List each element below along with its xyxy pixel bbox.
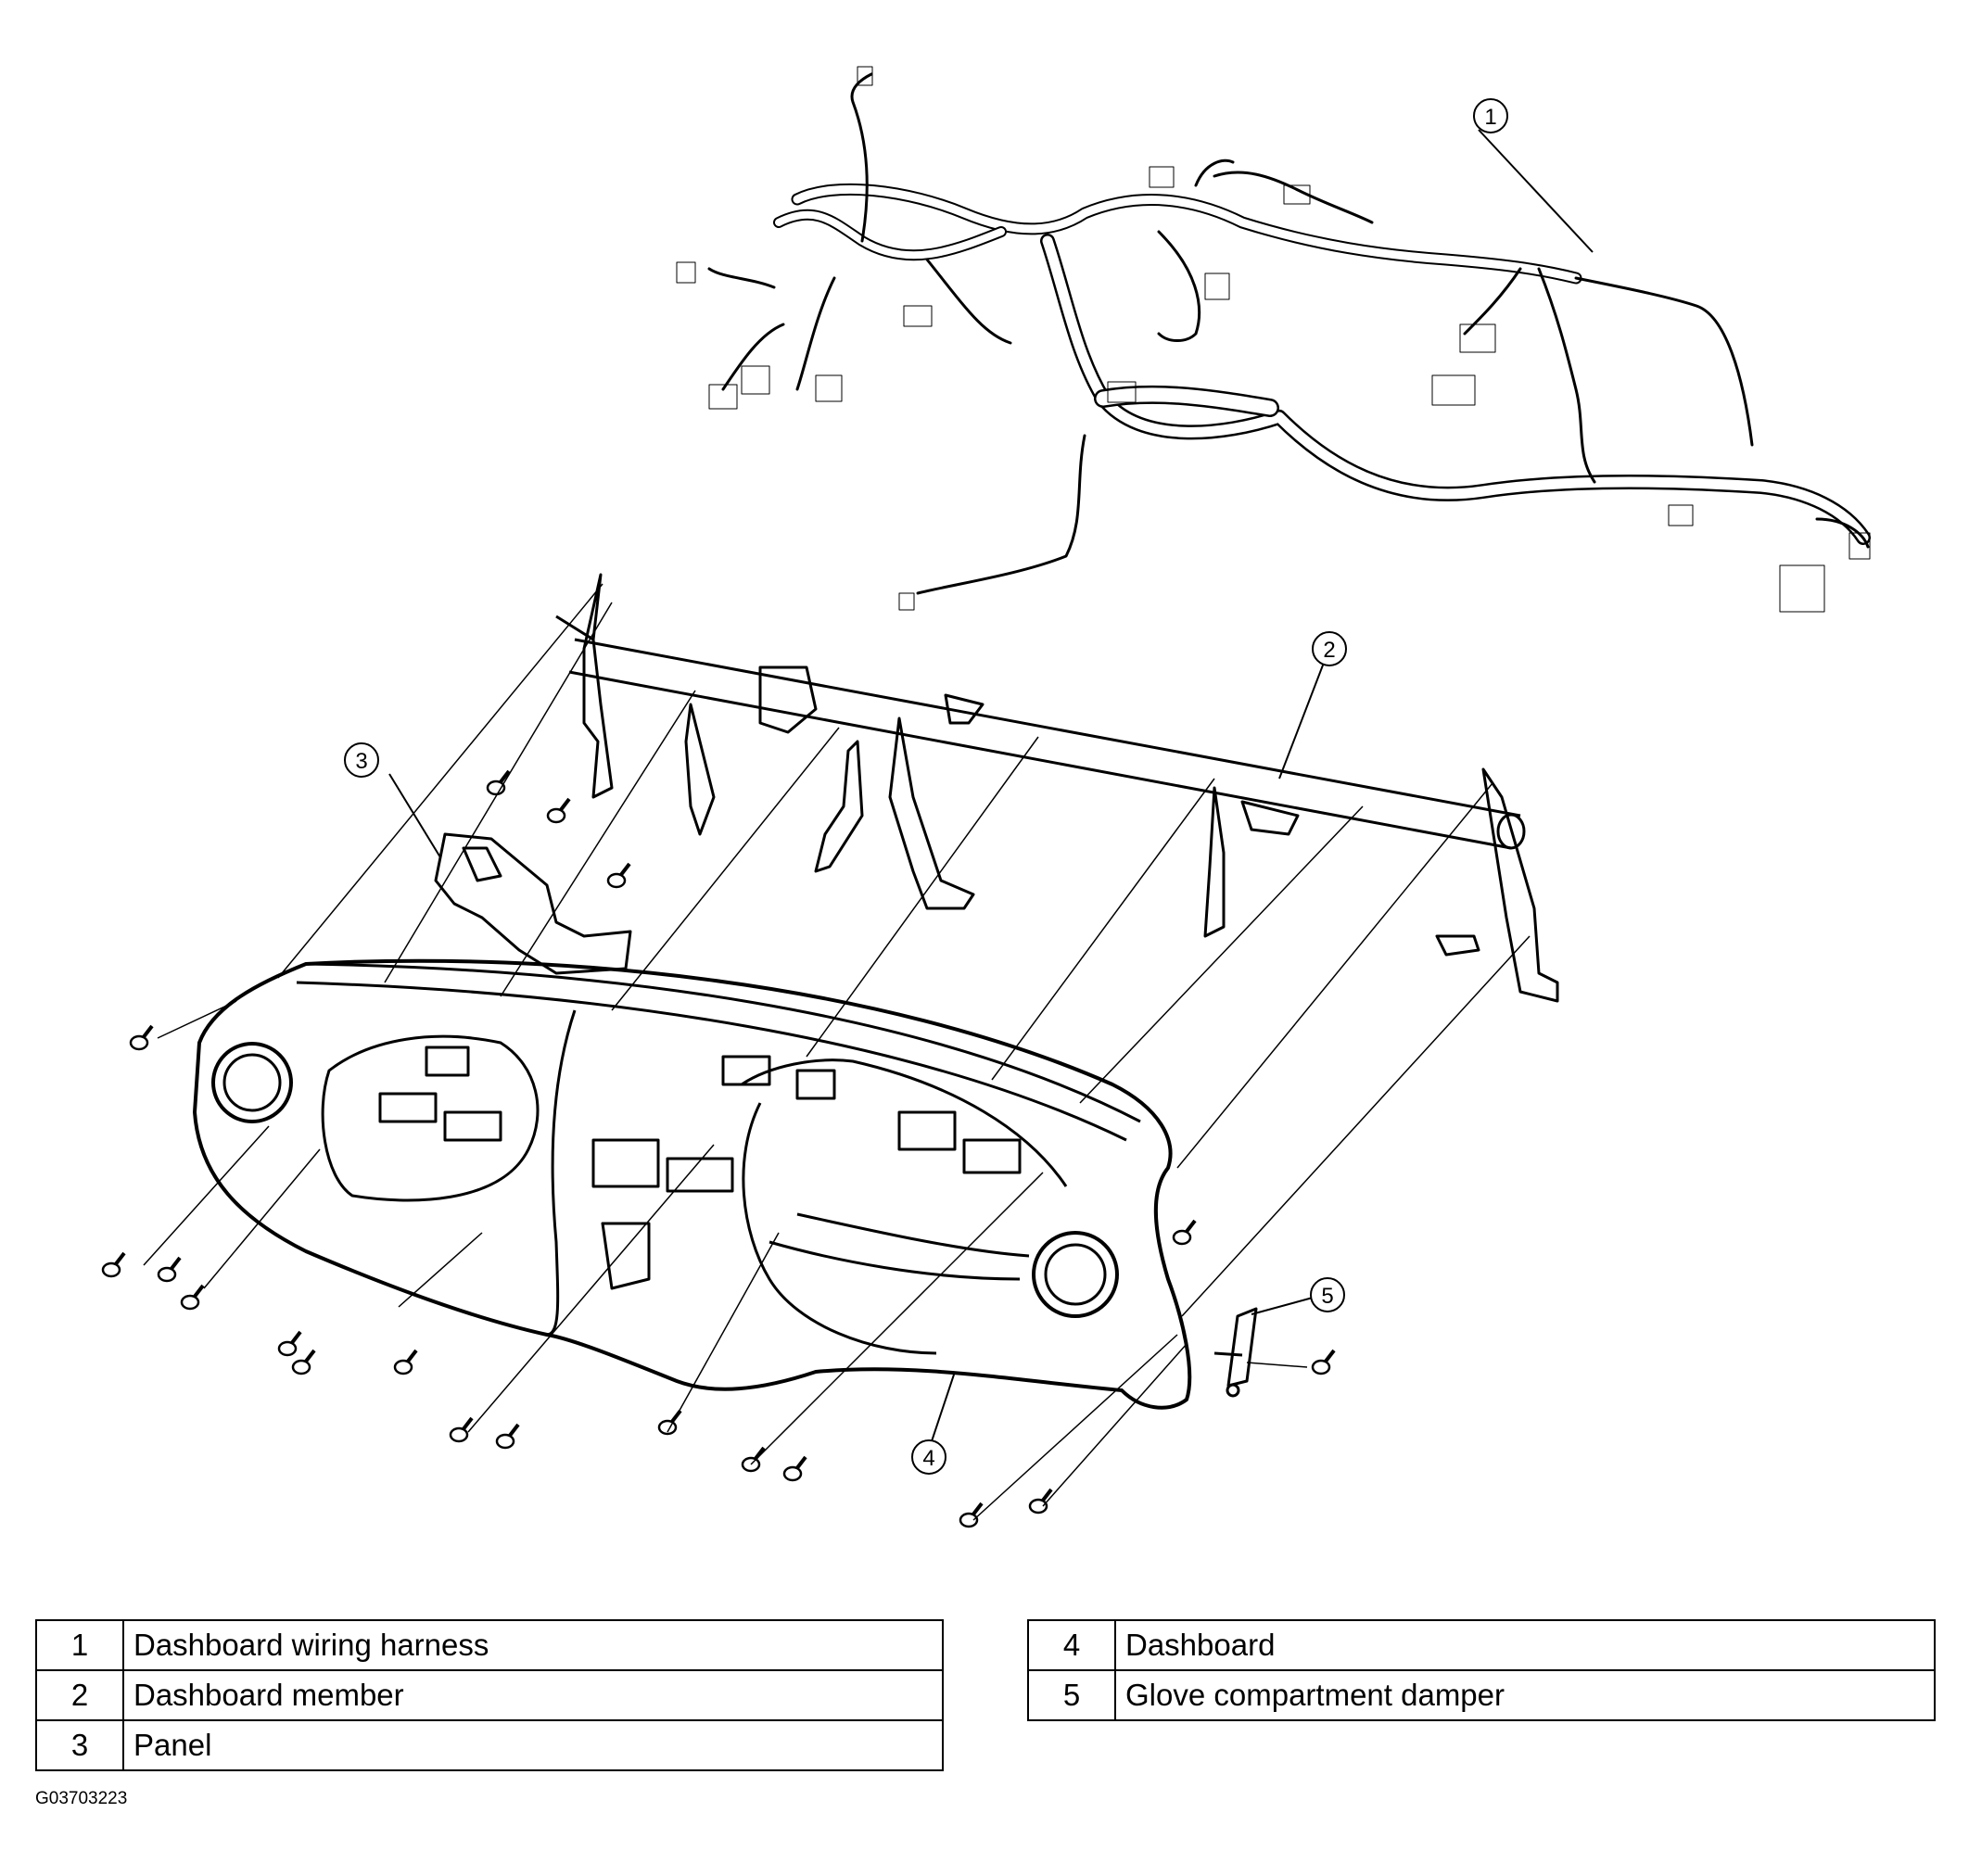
callout-5-leader [1251, 1297, 1314, 1315]
screw-icon [157, 1256, 182, 1283]
legend-table-right: 4 Dashboard 5 Glove compartment damper [1027, 1619, 1936, 1721]
screw-icon [1172, 1219, 1197, 1246]
legend-number: 1 [35, 1619, 124, 1671]
svg-text:3: 3 [355, 749, 367, 774]
legend-number: 3 [35, 1719, 124, 1771]
figure-code: G03703223 [35, 1789, 128, 1808]
screw-icon [782, 1455, 807, 1482]
svg-text:5: 5 [1321, 1284, 1333, 1309]
screw-icon [741, 1446, 766, 1473]
callout-4: 4 [911, 1439, 946, 1475]
screw-icon [393, 1349, 418, 1375]
screw-icon [546, 797, 571, 824]
legend-label: Dashboard [1114, 1619, 1936, 1671]
screw-icon [1311, 1349, 1336, 1375]
legend-row: 2 Dashboard member [35, 1669, 944, 1721]
legend-label: Glove compartment damper [1114, 1669, 1936, 1721]
svg-text:2: 2 [1323, 638, 1335, 663]
callout-2-leader [1278, 662, 1325, 780]
screw-icon [495, 1423, 520, 1450]
legend-number: 2 [35, 1669, 124, 1721]
legend-label: Dashboard member [122, 1669, 944, 1721]
screw-icon [449, 1416, 474, 1443]
wiring-harness-drawing [676, 66, 1871, 613]
callout-1-leader [1478, 129, 1594, 253]
alignment-lines [143, 583, 1531, 1521]
legend-row: 4 Dashboard [1027, 1619, 1936, 1671]
screw-icon [291, 1349, 316, 1375]
legend-row: 3 Panel [35, 1719, 944, 1771]
dashboard-drawing [193, 958, 1192, 1410]
callout-3: 3 [344, 742, 379, 778]
callout-5: 5 [1310, 1277, 1345, 1312]
panel-drawing [434, 832, 632, 975]
screw-icon [277, 1330, 302, 1357]
callout-4-leader [931, 1371, 956, 1442]
legend-number: 4 [1027, 1619, 1116, 1671]
screw-icon [129, 1024, 154, 1051]
screw-icon [101, 1251, 126, 1278]
dashboard-member-drawing [555, 573, 1559, 1003]
glove-compartment-damper-drawing [1213, 1307, 1258, 1398]
legend-row: 5 Glove compartment damper [1027, 1669, 1936, 1721]
callout-1: 1 [1473, 98, 1508, 133]
legend-row: 1 Dashboard wiring harness [35, 1619, 944, 1671]
callout-2: 2 [1312, 631, 1347, 666]
callout-3-leader [388, 773, 441, 858]
svg-text:4: 4 [922, 1446, 934, 1471]
screw-icon [959, 1502, 984, 1528]
screw-icon [486, 769, 511, 796]
mounting-screws [101, 769, 1336, 1528]
exploded-dashboard-diagram: 1 2 3 [101, 66, 1871, 1528]
screw-icon [180, 1284, 205, 1311]
svg-text:1: 1 [1484, 105, 1496, 130]
legend-label: Panel [122, 1719, 944, 1771]
legend-number: 5 [1027, 1669, 1116, 1721]
legend-label: Dashboard wiring harness [122, 1619, 944, 1671]
screw-icon [606, 862, 631, 889]
legend-table-left: 1 Dashboard wiring harness 2 Dashboard m… [35, 1619, 944, 1771]
screw-icon [1028, 1488, 1053, 1515]
